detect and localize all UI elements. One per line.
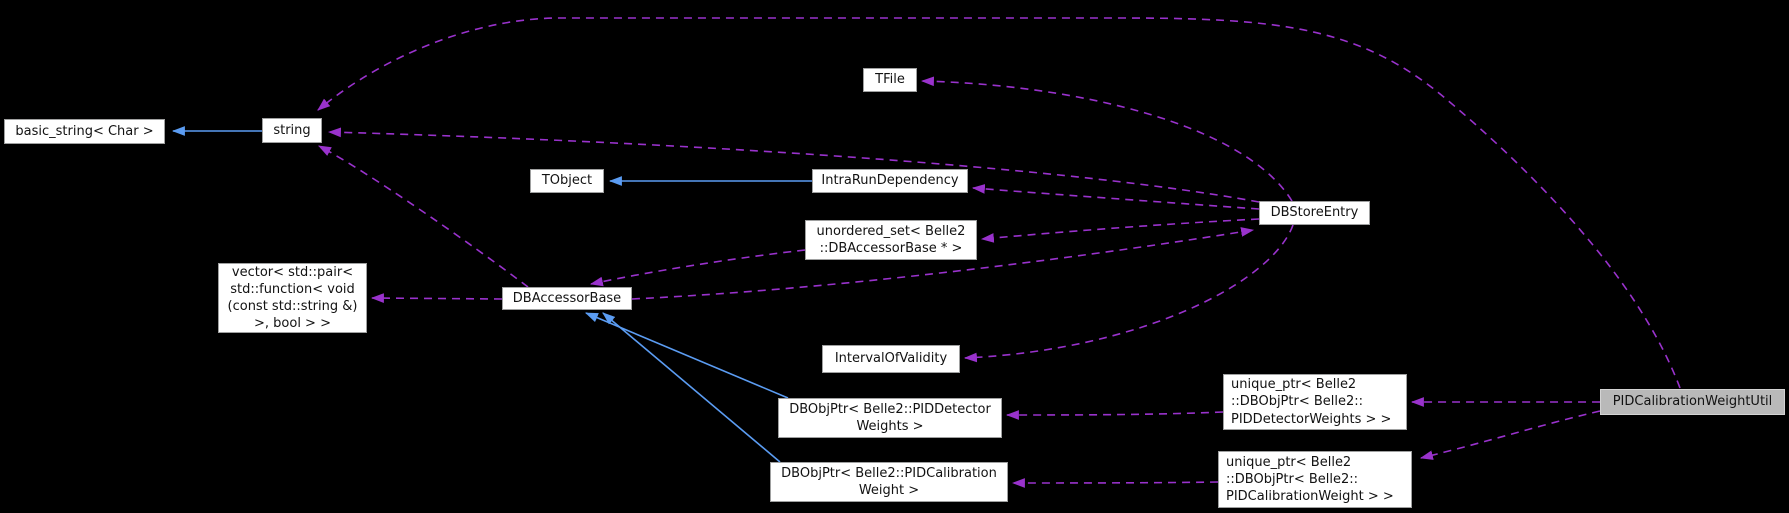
node-dbaccessorbase[interactable]: DBAccessorBase xyxy=(502,287,632,310)
node-intrarundependency[interactable]: IntraRunDependency xyxy=(812,169,968,193)
node-dbstoreentry[interactable]: DBStoreEntry xyxy=(1259,201,1370,225)
edge-uniqueptr-detector-to-dbobjptr-detector xyxy=(1005,410,1224,420)
node-uniqueptr-detector-weights[interactable]: unique_ptr< Belle2 ::DBObjPtr< Belle2:: … xyxy=(1223,374,1407,430)
edge-dbstoreentry-to-intrarundependency xyxy=(971,184,1260,210)
edge-dbaccessorbase-to-dbstoreentry xyxy=(631,227,1255,300)
edge-pidcalibrationweightutil-to-uniqueptr-calibration xyxy=(1419,410,1601,460)
node-uniqueptr-calibration-weight[interactable]: unique_ptr< Belle2 ::DBObjPtr< Belle2:: … xyxy=(1218,451,1412,508)
edge-dbstoreentry-to-string xyxy=(327,127,1260,203)
node-tobject[interactable]: TObject xyxy=(530,169,604,193)
node-unordered-set[interactable]: unordered_set< Belle2 ::DBAccessorBase *… xyxy=(805,220,977,260)
node-intervalofvalidity[interactable]: IntervalOfValidity xyxy=(822,345,960,373)
node-dbobjptr-calibration-weight[interactable]: DBObjPtr< Belle2::PIDCalibration Weight … xyxy=(770,462,1008,502)
edge-dbaccessorbase-to-string xyxy=(318,145,529,288)
node-dbobjptr-detector-weights[interactable]: DBObjPtr< Belle2::PIDDetector Weights > xyxy=(778,398,1002,438)
edge-dbaccessorbase-to-vector xyxy=(370,293,503,303)
node-tfile[interactable]: TFile xyxy=(863,68,917,92)
node-basic-string[interactable]: basic_string< Char > xyxy=(4,119,165,144)
edge-pidcalibrationweightutil-to-string xyxy=(317,17,1681,389)
edge-dbstoreentry-to-unordered_set xyxy=(980,218,1260,243)
node-string[interactable]: string xyxy=(262,118,322,143)
edge-dbobjptr-detector-to-dbaccessorbase xyxy=(585,312,789,399)
node-pidcalibrationweightutil-current: PIDCalibrationWeightUtil xyxy=(1600,389,1785,415)
edge-uniqueptr-calibration-to-dbobjptr-calibration xyxy=(1011,478,1219,488)
node-vector-pair[interactable]: vector< std::pair< std::function< void (… xyxy=(218,263,367,333)
edge-unordered_set-to-dbaccessorbase xyxy=(589,249,806,287)
edge-dbstoreentry-to-intervalofvalidity xyxy=(963,224,1294,363)
edge-dbstoreentry-to-tfile xyxy=(920,76,1293,202)
edge-dbobjptr-calibration-to-dbaccessorbase xyxy=(602,312,781,463)
